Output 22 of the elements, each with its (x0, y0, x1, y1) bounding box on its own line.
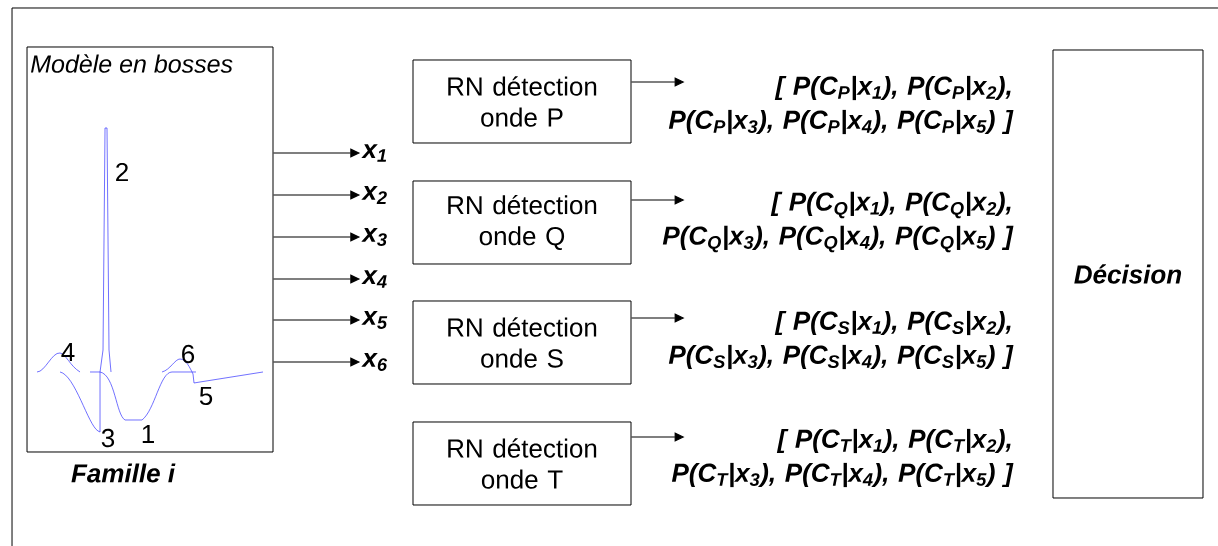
probability-vector: [ P(C$_{T}$|x$_{1}$), P(C$_{T}$|x$_{2}$), P(C$_{T}$|x$_{3}$), P(C$_{T}$|x$_{4}$), P(C$_{T}$|x$_{5}$) ] (671, 428, 1014, 488)
network-box: RN détection onde Q (412, 180, 632, 265)
peak-number: 3 (101, 428, 115, 448)
network-box: RN détection onde S (412, 300, 632, 385)
peak-number: 4 (61, 343, 75, 361)
peak-number: 6 (182, 344, 195, 364)
probability-vector: [ P(C$_{P}$|x$_{1}$), P(C$_{P}$|x$_{2}$), P(C$_{P}$|x$_{3}$), P(C$_{P}$|x$_{4}$), P(C$_{P}$|x$_{5}$) ] (668, 75, 1014, 135)
variable-label: x$_{2}$ (361, 186, 387, 204)
network-box: RN détection onde P (412, 59, 632, 144)
peak-number: 5 (199, 386, 213, 406)
peak-number: 1 (142, 425, 154, 443)
probability-vector: [ P(C$_{S}$|x$_{1}$), P(C$_{S}$|x$_{2}$), P(C$_{S}$|x$_{3}$), P(C$_{S}$|x$_{4}$), P(C$_{S}$|x$_{5}$) ] (668, 310, 1014, 370)
variable-label: x$_{1}$ (361, 144, 387, 162)
peak-number: 2 (116, 162, 128, 182)
variable-label: x$_{6}$ (361, 352, 388, 371)
probability-vector: [ P(C$_{Q}$|x$_{1}$), P(C$_{Q}$|x$_{2}$), P(C$_{Q}$|x$_{3}$), P(C$_{Q}$|x$_{4}$), P(C$_{Q}$|x$_{5}$) ] (662, 191, 1014, 253)
decision-box: Décision (1052, 49, 1204, 499)
network-box: RN détection onde T (412, 421, 632, 506)
node-label: Famille i (71, 463, 176, 483)
variable-label: x$_{3}$ (361, 227, 387, 246)
variable-label: x$_{5}$ (361, 311, 388, 329)
variable-label: x$_{4}$ (361, 270, 387, 288)
